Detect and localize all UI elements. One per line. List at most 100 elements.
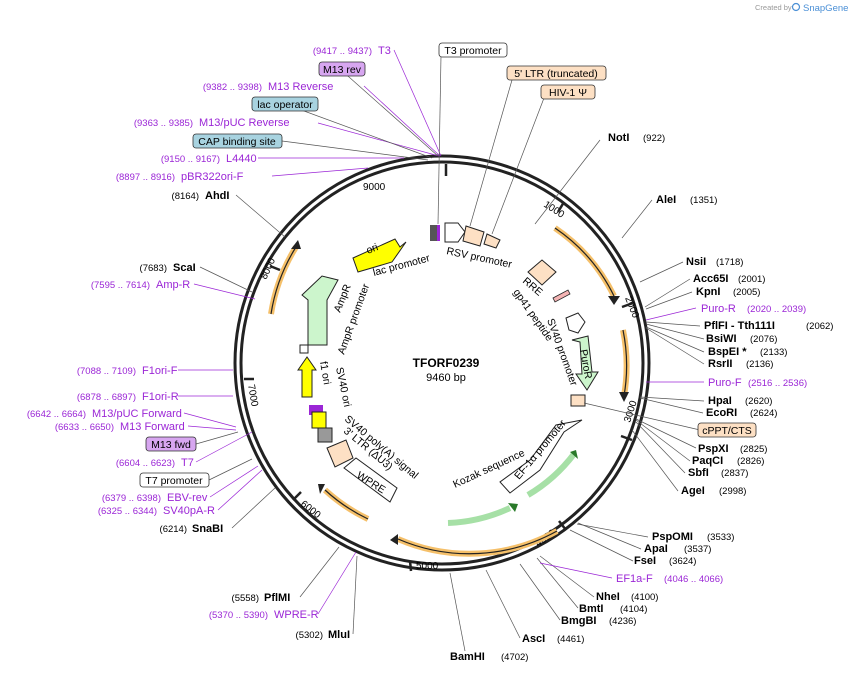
primer-t7-pos: (6604 .. 6623) [116,458,175,469]
site-alei-pos: (1351) [690,195,717,206]
m13-rev-box-label: M13 rev [323,64,362,76]
primer-t3-pos: (9417 .. 9437) [313,46,372,57]
t3-promoter-feature [444,222,466,243]
backbone-inner-ring [239,160,645,566]
primer-sv40pa: SV40pA-R [163,505,215,517]
site-pflmi: PflMI [264,592,290,604]
snapgene-logo-icon [791,2,801,12]
primer-m13rev-pos: (9382 .. 9398) [203,82,262,93]
primer-puro-r-pos: (2020 .. 2039) [747,304,806,315]
m13-rev-box [318,61,366,77]
tick-5000: 5000 [416,561,439,572]
sv40-ori-label: SV40 ori [333,366,353,408]
primer-l4440: L4440 [226,153,257,165]
puror-label: PuroR [577,348,594,380]
site-asci: AscI [522,633,545,645]
site-rsrii: RsrII [708,358,732,370]
rre-feature [527,259,557,286]
sv40-ori-feature [311,411,327,429]
rsv-promoter-label: RSV promoter [445,245,513,271]
primer-m13puc-fwd: M13/pUC Forward [92,408,182,420]
site-fsei-pos: (3624) [669,556,696,567]
primer-ampr-pos: (7595 .. 7614) [91,280,150,291]
site-pspomi-pos: (3533) [707,532,734,543]
site-paqci-pos: (2826) [737,456,764,467]
site-sbfi: SbfI [688,467,709,479]
primer-puro-r: Puro-R [701,303,736,315]
site-labels: NotI (922) AleI (1351) NsiI (1718) Acc65… [450,132,833,663]
watermark-brand: SnapGene [803,3,848,14]
site-fsei: FseI [634,555,656,567]
ori-feature [352,238,407,273]
primer-puro-f: Puro-F [708,377,742,389]
site-paqci: PaqCI [692,455,723,467]
ampr-promoter-feature [299,344,309,354]
ef1a-promoter-feature [499,419,583,494]
ori-label: ori [365,241,380,256]
site-hpai-pos: (2620) [745,396,772,407]
site-snabi: SnaBI [192,523,223,535]
lac-block [430,225,438,241]
psi-feature [483,233,501,249]
watermark-created-by: Created by [755,3,792,12]
m13-fwd-box [145,436,197,452]
t7-promoter-box [139,472,210,488]
primer-ampr: Amp-R [156,279,190,291]
outer-arc-arrowheads [291,240,629,545]
cppt-box [697,422,757,438]
primer-f1ori-r: F1ori-R [142,391,179,403]
ampr-feature [301,275,339,346]
site-bmgbi-pos: (4236) [609,616,636,627]
primer-m13rev: M13 Reverse [268,81,333,93]
site-mlui-pos: (5302) [296,630,323,641]
5-ltr-box [506,65,607,81]
m13-fwd-box-label: M13 fwd [151,439,191,451]
t3-promoter-box-label: T3 promoter [444,45,502,57]
primer-m13puc-fwd-pos: (6642 .. 6664) [27,409,86,420]
primer-ebv-pos: (6379 .. 6398) [102,493,161,504]
tick-9000: 9000 [363,182,386,193]
f1-ori-label: f1 ori [317,360,333,385]
cap-binding-box [192,133,283,149]
primer-wpre-pos: (5370 .. 5390) [209,610,268,621]
plasmid-name: TFORF0239 [413,356,480,370]
primer-sv40pa-pos: (6325 .. 6344) [98,506,157,517]
site-ahdi: AhdI [205,190,229,202]
sv40-promoter-feature [565,312,586,334]
tick-marks [244,164,634,572]
site-bmgbi: BmgBI [561,615,596,627]
site-agei-pos: (2998) [719,486,746,497]
site-nsii-pos: (1718) [716,257,743,268]
primer-t7: T7 [181,457,194,469]
cap-binding-box-label: CAP binding site [198,136,276,148]
primer-labels: (9417 .. 9437) T3 (9382 .. 9398) M13 Rev… [27,45,807,621]
5-ltr-box-label: 5' LTR (truncated) [514,68,598,80]
site-kpni-pos: (2005) [733,287,760,298]
primer-m13fwd: M13 Forward [120,421,185,433]
site-ahdi-pos: (8164) [172,191,199,202]
site-bamhi: BamHI [450,651,485,663]
site-snabi-pos: (6214) [160,524,187,535]
primer-block [437,225,440,241]
site-nhei: NheI [596,591,620,603]
primer-ef1a-pos: (4046 .. 4066) [664,574,723,585]
primer-m13fwd-pos: (6633 .. 6650) [55,422,114,433]
site-sbfi-pos: (2837) [721,468,748,479]
primer-f1ori-f: F1ori-F [142,365,178,377]
site-agei: AgeI [681,485,705,497]
primer-m13puc-rev: M13/pUC Reverse [199,117,289,129]
gp41-label: gp41 peptide [511,287,556,344]
site-apai: ApaI [644,543,668,555]
cppt-box-label: cPPT/CTS [702,425,752,437]
gp41-feature [552,289,571,303]
site-acc65i: Acc65I [693,273,728,285]
site-bmti-pos: (4104) [620,604,647,615]
site-pflfi-pos: (2062) [806,321,833,332]
f1-ori-feature [297,356,317,398]
tick-7000: 7000 [245,384,260,408]
t7-promoter-box-label: T7 promoter [145,475,203,487]
backbone-outer-ring [233,154,651,572]
site-pspomi: PspOMI [652,531,693,543]
outer-feature-arc-outlines [270,227,628,555]
